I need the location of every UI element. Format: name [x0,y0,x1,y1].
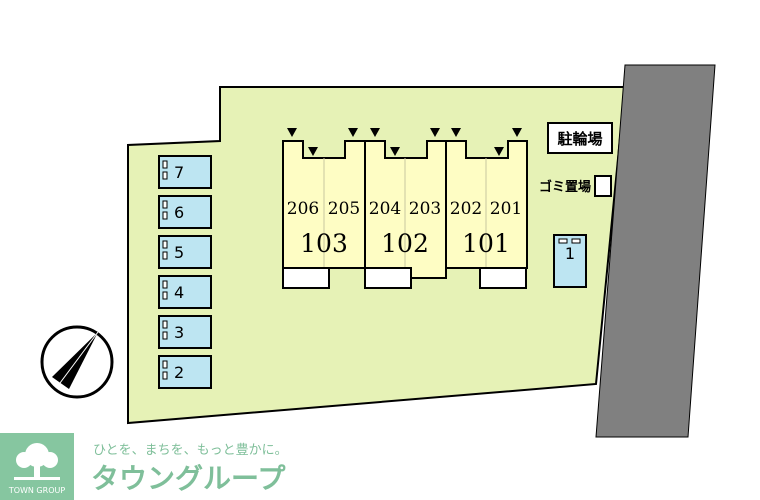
parking-slot-6: 6 [158,195,212,229]
building-102: 204 203 102 [364,140,447,289]
unit-label-205: 205 [328,199,360,219]
garbage-area: ゴミ置場 [539,175,612,197]
unit-label-206: 206 [287,199,319,219]
parking-slot-2: 2 [158,355,212,389]
car-mark-icon [162,331,168,340]
entrance-arrow-icon [451,128,461,137]
parking-slot-label: 1 [565,244,575,263]
car-mark-icon [571,238,581,244]
bicycle-parking: 駐輪場 [547,122,613,154]
unit-label-201: 201 [490,199,522,219]
tree-ground [14,477,60,480]
parking-slot-label: 6 [174,203,184,222]
car-mark-icon [162,200,168,209]
car-mark-icon [162,160,168,169]
parking-slot-label: 5 [174,243,184,262]
car-mark-icon [558,238,568,244]
unit-label-202: 202 [450,199,482,219]
footer-brand: タウングループ [91,462,286,495]
compass-needle-edge [59,331,99,384]
tree-trunk [34,462,40,479]
parking-slot-5: 5 [158,235,212,269]
unit-label-203: 203 [409,199,441,219]
building-101: 202 201 101 [445,140,528,289]
car-mark-icon [162,291,168,300]
entrance-step [282,267,330,289]
parking-slot-label: 2 [174,363,184,382]
entrance-arrows [287,128,522,156]
entrance-arrow-icon [287,128,297,137]
parking-slot-label: 4 [174,283,184,302]
garbage-area-label: ゴミ置場 [539,179,591,195]
entrance-arrow-icon [390,147,400,156]
entrance-arrow-icon [430,128,440,137]
footer-branding: TOWN GROUP ひとを、まちを、もっと豊かに。 タウングループ [0,433,288,500]
building-label-101: 101 [462,229,510,258]
tree-canopy [42,452,58,468]
building-label-103: 103 [300,229,348,258]
north-arrow-icon [40,325,114,399]
tree-canopy [16,452,32,468]
car-mark-icon [162,240,168,249]
car-mark-icon [162,360,168,369]
parking-slot-box [158,235,212,269]
entrance-arrow-icon [348,128,358,137]
parking-slot-box [553,234,587,288]
building-103: 206 205 103 [282,140,366,289]
entrance-arrow-icon [370,128,380,137]
parking-slot-3: 3 [158,315,212,349]
parking-slot-7: 7 [158,155,212,189]
footer-logo-text: TOWN GROUP [8,486,66,495]
tree-icon [14,443,60,480]
car-mark-icon [162,171,168,180]
car-mark-icon [162,280,168,289]
unit-label-204: 204 [369,199,401,219]
parking-slot-label: 3 [174,323,184,342]
parking-slot-4: 4 [158,275,212,309]
parking-area-left: 7 6 5 4 3 2 [158,155,212,389]
parking-slot-box [158,355,212,389]
compass-needle [52,332,98,389]
car-mark-icon [162,211,168,220]
bicycle-parking-label: 駐輪場 [557,130,602,148]
entrance-step [479,267,527,289]
parking-slot-1: 1 [553,234,587,288]
parking-slot-box [158,195,212,229]
road [595,64,716,438]
parking-slot-box [158,275,212,309]
entrance-arrow-icon [512,128,522,137]
entrance-arrow-icon [494,147,504,156]
garbage-area-box [594,175,612,197]
parking-slot-box [158,155,212,189]
car-mark-icon [162,371,168,380]
entrance-step [364,267,412,289]
parking-slot-box [158,315,212,349]
car-mark-icon [162,320,168,329]
car-mark-icon [162,251,168,260]
footer-tagline: ひとを、まちを、もっと豊かに。 [93,443,288,458]
bicycle-parking-box [547,122,613,154]
building-label-102: 102 [381,229,429,258]
entrance-arrow-icon [308,147,318,156]
parking-slot-label: 7 [174,163,184,182]
